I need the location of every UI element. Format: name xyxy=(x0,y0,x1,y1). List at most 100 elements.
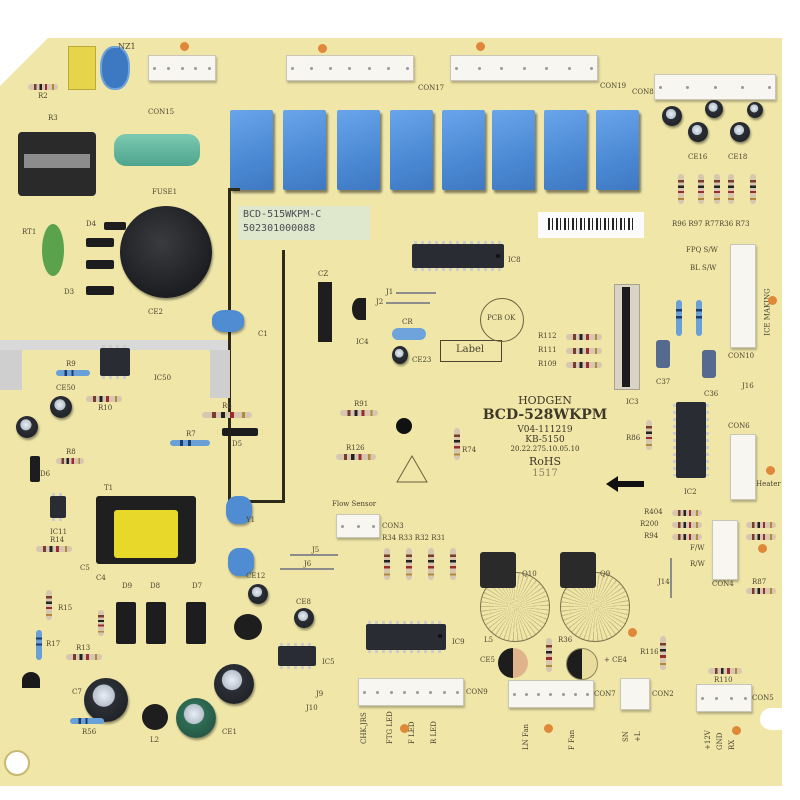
pcb-ok-stamp xyxy=(480,298,524,342)
connector-con8[interactable] xyxy=(654,74,776,100)
con2-pin-l: +L xyxy=(634,731,642,742)
ic50-label: IC50 xyxy=(154,374,172,382)
cr-label: CR xyxy=(402,318,413,326)
resistor-r2 xyxy=(28,84,58,90)
con7-pin-ln: LN Fan xyxy=(522,723,530,750)
con9-pin-ftg: FTG LED xyxy=(386,711,394,744)
resistor-r200 xyxy=(672,522,702,528)
ic11-label: IC11 xyxy=(50,528,68,536)
capacitor-c36 xyxy=(702,350,716,378)
capacitor-c7 xyxy=(84,678,128,722)
ce4-label: + CE4 xyxy=(604,656,628,664)
con6-caption: Heater xyxy=(756,480,781,488)
resistor-r116 xyxy=(660,636,666,670)
transistor xyxy=(22,672,40,688)
l2-label: L2 xyxy=(150,736,160,744)
pcb-board: NZ1 R2 R3 FUSE1 CON15 CON17 CON19 CON8 C… xyxy=(0,38,782,786)
capacitor-ce1 xyxy=(176,698,216,738)
fuse xyxy=(114,134,200,166)
capacitor-ce3 xyxy=(214,664,254,704)
d7-label: D7 xyxy=(192,582,203,590)
resistor-r36 xyxy=(546,638,552,672)
t1-label: T1 xyxy=(104,484,114,492)
resistor-r8 xyxy=(56,458,84,464)
connector-con2[interactable] xyxy=(620,678,650,710)
connector-con6[interactable] xyxy=(730,434,756,500)
connector-con19[interactable] xyxy=(450,55,598,81)
diode-d2 xyxy=(86,238,114,247)
sticker-line2: 502301000088 xyxy=(243,223,316,234)
arrow-left-icon xyxy=(606,476,644,492)
trace xyxy=(228,500,285,503)
ic2-label: IC2 xyxy=(684,488,697,496)
connector-con5[interactable] xyxy=(696,684,752,712)
d5-label: D5 xyxy=(232,440,243,448)
con3-label: CON3 xyxy=(382,522,404,530)
resistor-r90 xyxy=(746,534,776,540)
warning-triangle xyxy=(396,454,428,483)
test-point xyxy=(628,628,637,637)
connector-con9[interactable] xyxy=(358,678,464,706)
header-cz[interactable] xyxy=(318,282,332,342)
con4-label: CON4 xyxy=(712,580,734,588)
model-sticker: BCD-515WKPM-C 502301000088 xyxy=(238,206,370,240)
connector-con10[interactable] xyxy=(730,244,756,348)
relay-6 xyxy=(492,110,535,190)
l5-label: L5 xyxy=(484,636,494,644)
con8-label: CON8 xyxy=(632,88,654,96)
resistor-r404 xyxy=(672,510,702,516)
j16-label: J16 xyxy=(742,382,754,390)
diode-d5 xyxy=(222,428,258,436)
ce8-label: CE8 xyxy=(296,598,311,606)
test-point xyxy=(544,724,553,733)
relay-2 xyxy=(283,110,326,190)
capacitor-c1 xyxy=(212,310,244,332)
relay-1 xyxy=(230,110,273,190)
resistor-r120 xyxy=(676,300,682,336)
resistor-r14 xyxy=(36,546,72,552)
r56-label: R56 xyxy=(82,728,97,736)
connector-con4[interactable] xyxy=(712,520,738,580)
resistor-r15 xyxy=(46,590,52,620)
con9-pin-f: F LED xyxy=(408,721,416,744)
connector-con15[interactable] xyxy=(148,55,216,81)
heatsink-left xyxy=(0,350,22,390)
c7-label: C7 xyxy=(72,688,82,696)
r87-label: R87 xyxy=(752,578,767,586)
j1-label: J1 xyxy=(386,288,394,296)
resistor-r97 xyxy=(698,174,704,204)
regulator-ic50 xyxy=(100,345,130,379)
c37-label: C37 xyxy=(656,378,671,386)
resistor-r17 xyxy=(36,630,42,660)
connector-con17[interactable] xyxy=(286,55,414,81)
resistor-r13 xyxy=(66,654,102,660)
connector-con7[interactable] xyxy=(508,680,594,708)
inductor-l2 xyxy=(142,704,168,730)
inductor xyxy=(234,614,262,640)
r9-label: R9 xyxy=(66,360,76,368)
test-point xyxy=(318,44,327,53)
r94-label: R94 xyxy=(644,532,659,540)
con9-label: CON9 xyxy=(466,688,488,696)
c5-label: C5 xyxy=(80,564,90,572)
rt1-label: RT1 xyxy=(22,228,37,236)
capacitor xyxy=(747,102,763,118)
capacitor-ce16 xyxy=(688,122,708,142)
ce5-label: CE5 xyxy=(480,656,495,664)
r7-label: R7 xyxy=(186,430,196,438)
ic5-label: IC5 xyxy=(322,658,335,666)
relay-5 xyxy=(442,110,485,190)
con10-pin-bl: BL S/W xyxy=(690,264,717,272)
resistor-r112 xyxy=(566,334,602,340)
q10-label: Q10 xyxy=(522,570,537,578)
x-capacitor xyxy=(68,46,96,90)
r116-label: R116 xyxy=(640,648,659,656)
ce50-label: CE50 xyxy=(56,384,76,392)
label-box xyxy=(440,340,502,362)
connector-con3[interactable] xyxy=(336,514,380,538)
capacitor xyxy=(662,106,682,126)
r91-label: R91 xyxy=(354,400,369,408)
diode-d7 xyxy=(186,602,206,644)
r15-label: R15 xyxy=(58,604,73,612)
jumper-j2 xyxy=(386,302,430,304)
